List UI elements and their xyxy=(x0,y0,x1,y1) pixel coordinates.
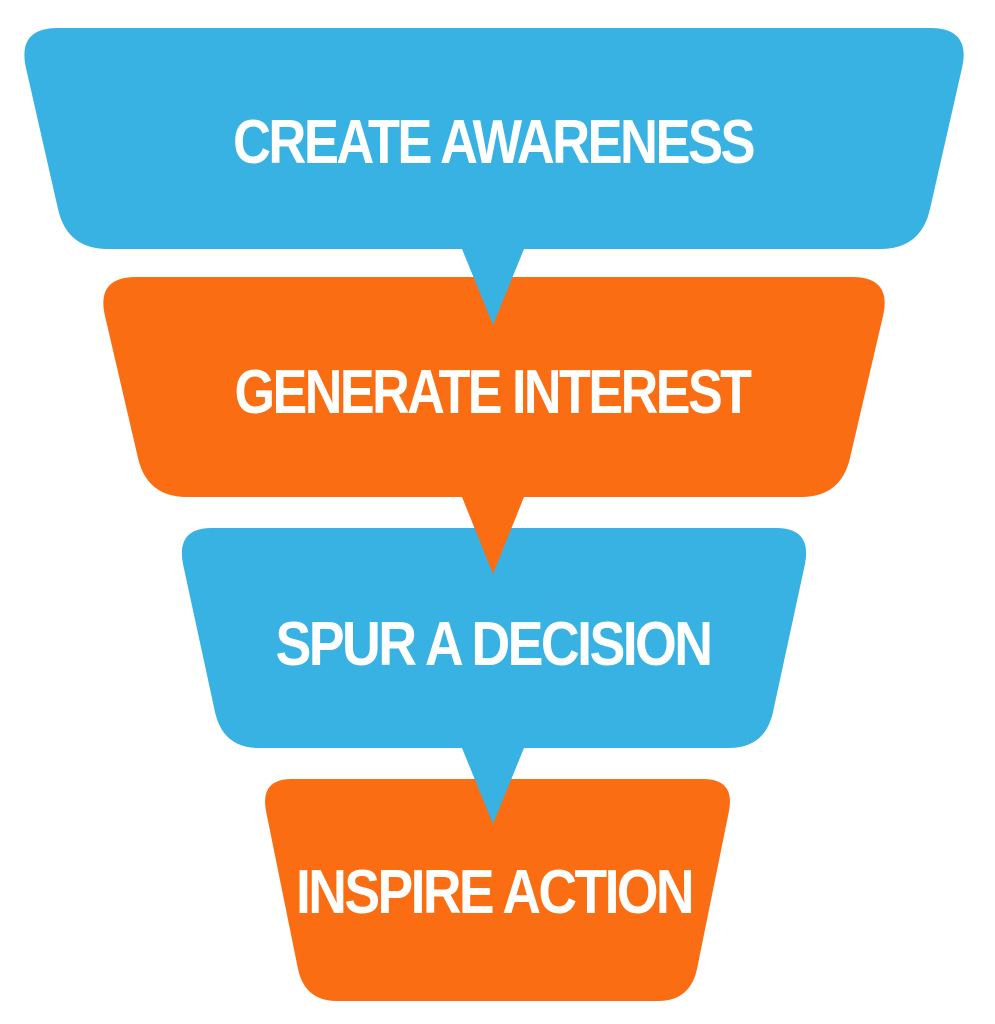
stage-2-shape xyxy=(103,277,885,574)
stage-2-label: GENERATE INTEREST xyxy=(235,358,753,427)
stage-1-label: CREATE AWARENESS xyxy=(233,108,754,177)
funnel-stage-2: GENERATE INTEREST xyxy=(103,277,885,574)
stage-3-label: SPUR A DECISION xyxy=(276,610,711,679)
stage-4-label: INSPIRE ACTION xyxy=(296,858,692,927)
stage-4-shape xyxy=(265,779,730,1001)
funnel-stage-4: INSPIRE ACTION xyxy=(265,779,730,1001)
stage-1-shape xyxy=(24,28,964,325)
funnel-stage-1: CREATE AWARENESS xyxy=(24,28,964,325)
funnel-stage-3: SPUR A DECISION xyxy=(181,528,807,824)
stage-3-shape xyxy=(181,528,807,824)
